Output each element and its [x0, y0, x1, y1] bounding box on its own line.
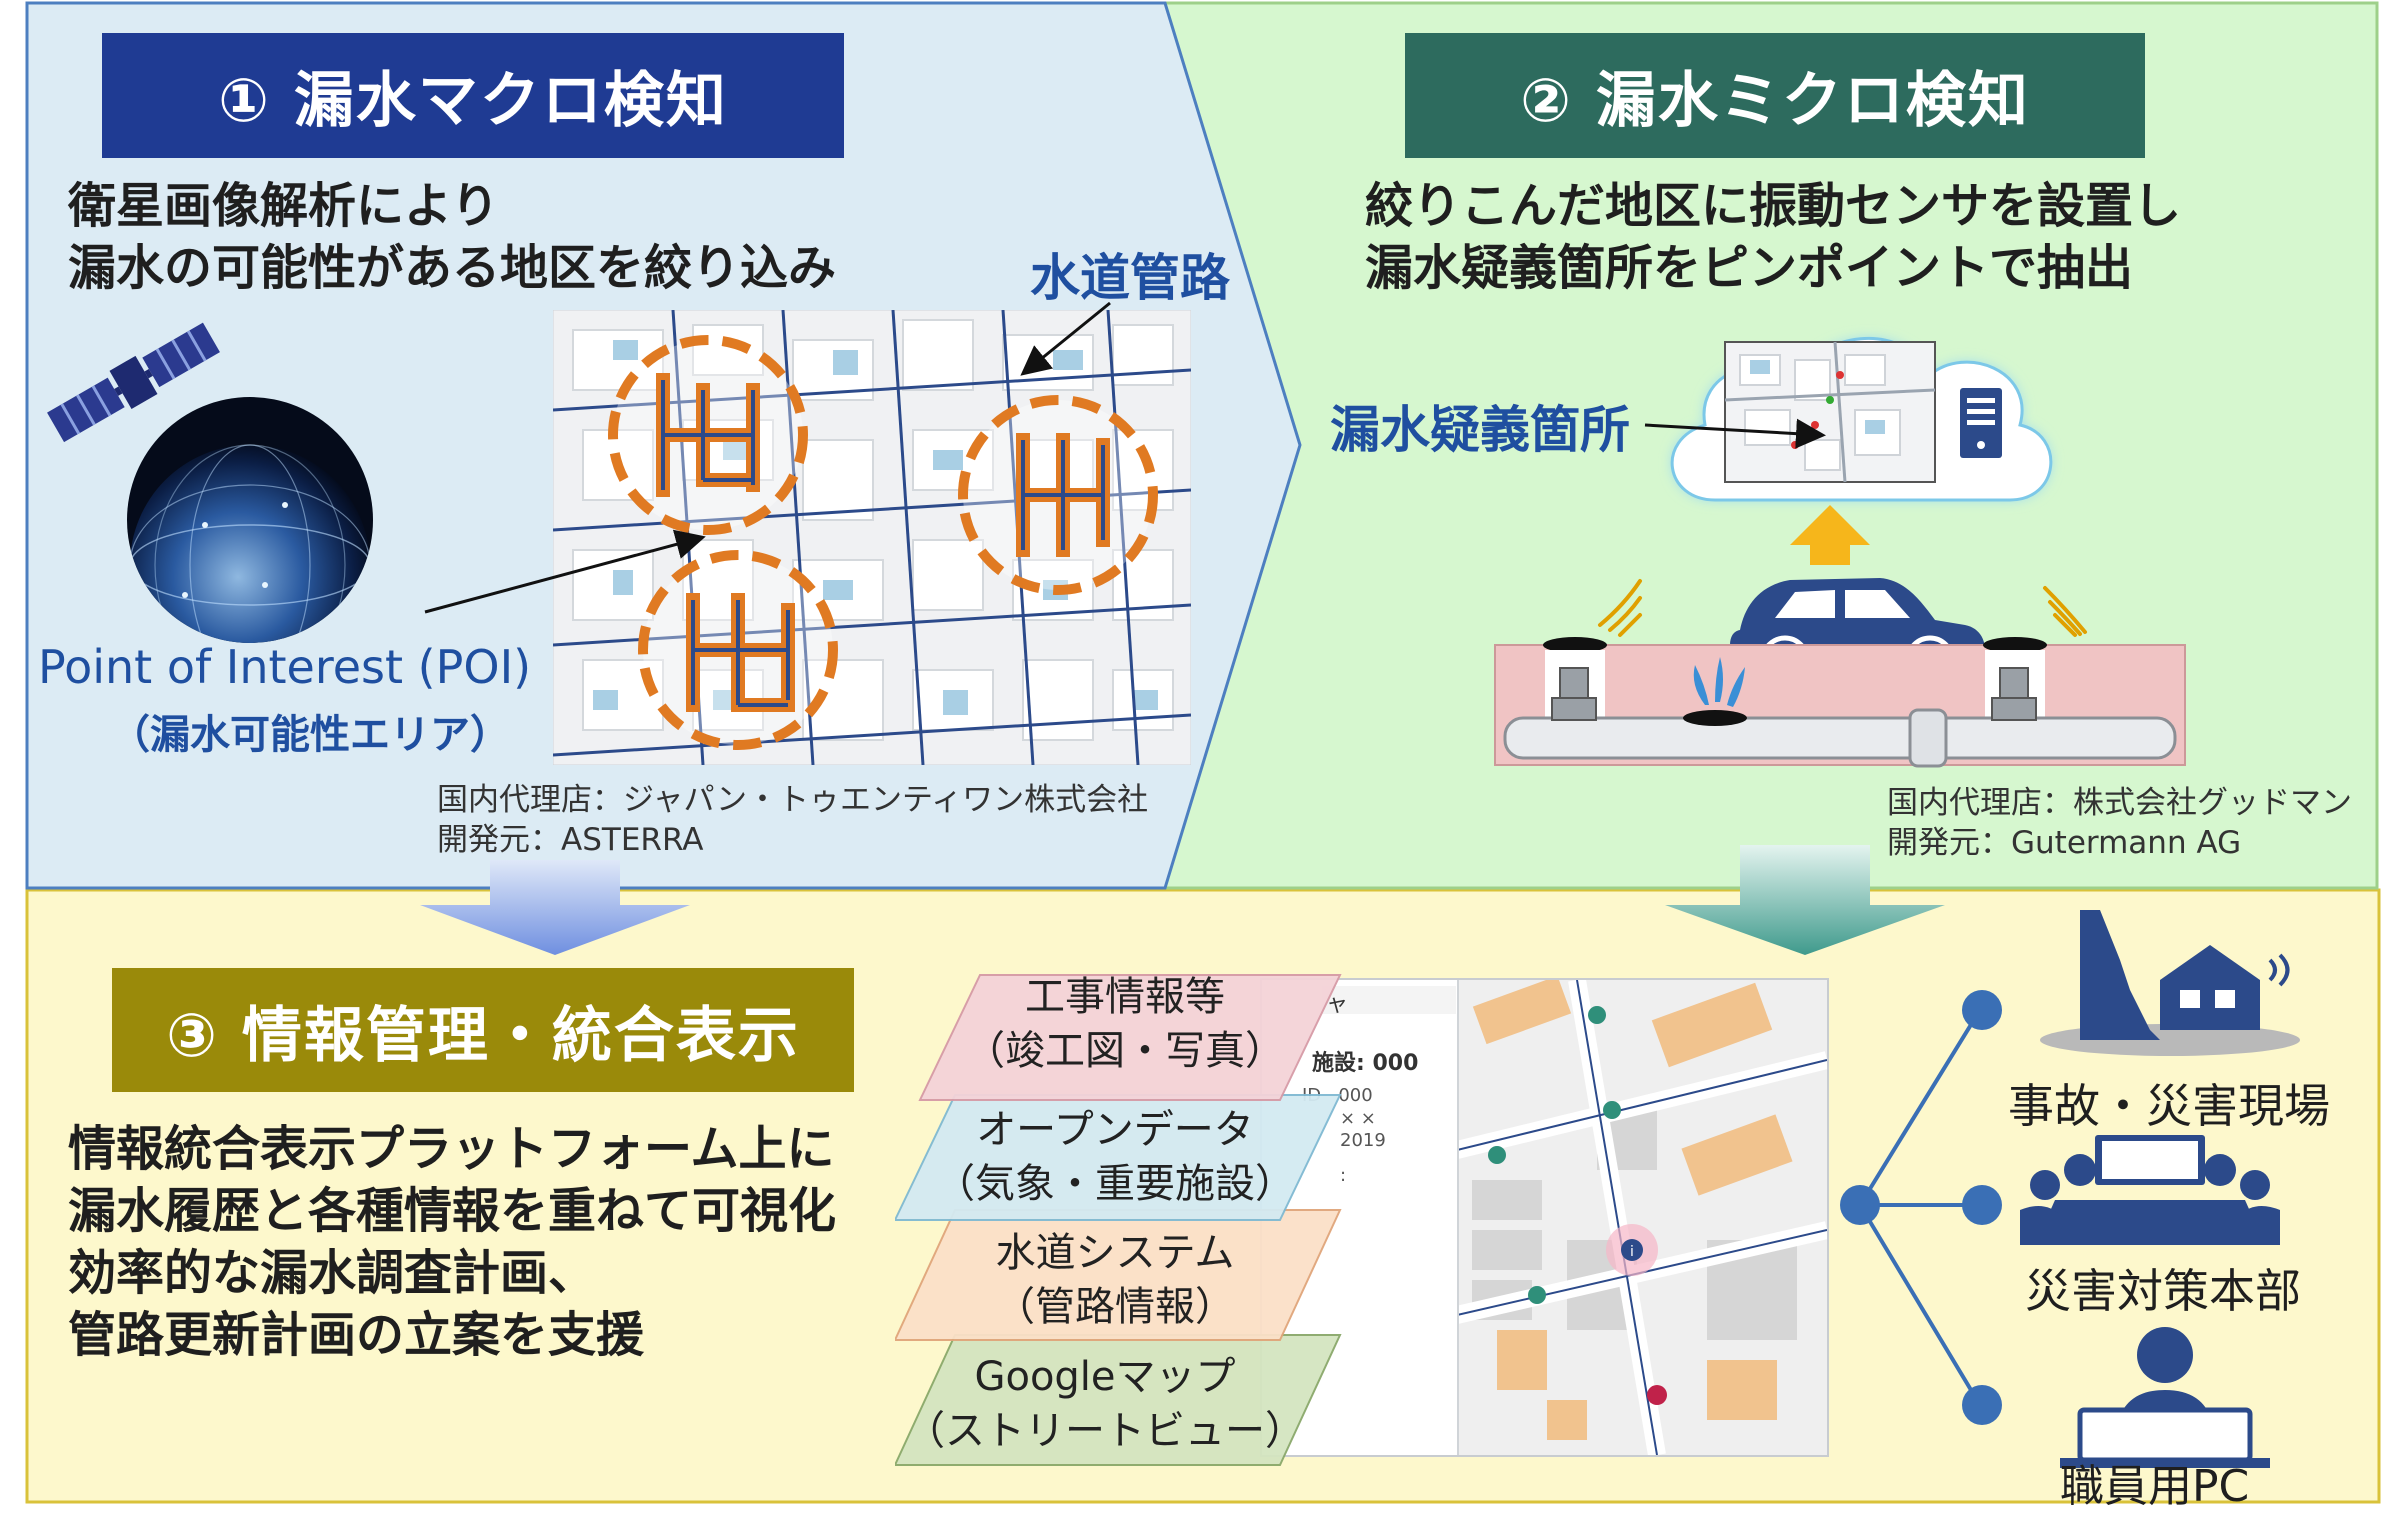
satellite-icon	[47, 322, 220, 443]
layer-2-label: オープンデータ （気象・重要施設）	[915, 1103, 1315, 1211]
node-label-hq: 災害対策本部	[2025, 1264, 2301, 1318]
layer-2-line2: （気象・重要施設）	[935, 1161, 1295, 1207]
meeting-icon	[2020, 1135, 2280, 1245]
panel3-desc-line3: 効率的な漏水調査計画、	[68, 1245, 597, 1301]
panel3-title: ③ 情報管理・統合表示	[112, 968, 854, 1092]
leak-suspect-label: 漏水疑義箇所	[1330, 401, 1630, 459]
node-hq	[1962, 1185, 2002, 1225]
panel3-desc-line2: 漏水履歴と各種情報を重ねて可視化	[68, 1183, 837, 1239]
layer-1-line1: 工事情報等	[1025, 974, 1225, 1020]
layer-1-label: 工事情報等 （竣工図・写真）	[925, 970, 1325, 1078]
panel2-title: ② 漏水ミクロ検知	[1405, 33, 2145, 158]
layer-4-line2: （ストリートビュー）	[905, 1408, 1305, 1454]
upload-arrow	[1790, 505, 1870, 565]
panel2-credit-developer: 開発元：Gutermann AG	[1887, 825, 2242, 861]
platform-map-svg: i	[1457, 980, 1827, 1455]
pipeline-map-image	[553, 310, 1191, 765]
layer-4-line1: Googleマップ	[974, 1354, 1236, 1400]
leak-pointer-arrow	[1644, 418, 1826, 449]
arrow-down-1	[420, 860, 690, 955]
panel2-desc-line2: 漏水疑義箇所をピンポイントで抽出	[1365, 240, 2134, 296]
layer-3-line1: 水道システム	[995, 1230, 1235, 1276]
node-pc	[1962, 1385, 2002, 1425]
panel1-desc-line2: 漏水の可能性がある地区を絞り込み	[68, 240, 837, 296]
poi-sublabel: （漏水可能性エリア）	[110, 712, 510, 758]
node-accident	[1962, 990, 2002, 1030]
layer-3-label: 水道システム （管路情報）	[915, 1226, 1315, 1334]
layer-1-line2: （竣工図・写真）	[965, 1028, 1285, 1074]
landslide-icon	[2040, 910, 2300, 1056]
panel2-credit-agent: 国内代理店：株式会社グッドマン	[1887, 785, 2352, 821]
earth-globe-image	[127, 397, 373, 643]
info-panel-header: ャ	[1322, 986, 1456, 1017]
svg-text:i: i	[1630, 1244, 1634, 1260]
info-panel-year: 2019	[1340, 1130, 1386, 1151]
pipe-label: 水道管路	[1030, 249, 1230, 307]
panel1-credit-developer: 開発元：ASTERRA	[437, 822, 704, 858]
panel1-credits: 国内代理店：ジャパン・トゥエンティワン株式会社 開発元：ASTERRA	[437, 780, 1148, 860]
layer-stack	[895, 974, 1342, 1466]
panel1-credit-agent: 国内代理店：ジャパン・トゥエンティワン株式会社	[437, 782, 1149, 818]
panel3-description: 情報統合表示プラットフォーム上に 漏水履歴と各種情報を重ねて可視化 効率的な漏水…	[68, 1118, 836, 1366]
poi-label: Point of Interest (POI)	[38, 640, 532, 694]
panel3-desc-line1: 情報統合表示プラットフォーム上に	[68, 1121, 835, 1177]
node-label-accident: 事故・災害現場	[2008, 1079, 2330, 1133]
sensor-field-image	[1494, 505, 2186, 768]
panel1-description: 衛星画像解析により 漏水の可能性がある地区を絞り込み	[68, 175, 836, 299]
platform-screenshot: i ャ 施設: 000 ID 000 × × 2019 :	[1260, 978, 1829, 1457]
layer-4-label: Googleマップ （ストリートビュー）	[905, 1350, 1305, 1458]
panel2-desc-line1: 絞りこんだ地区に振動センサを設置し	[1365, 178, 2182, 234]
panel2-credits: 国内代理店：株式会社グッドマン 開発元：Gutermann AG	[1887, 783, 2352, 863]
layer-3-line2: （管路情報）	[995, 1284, 1235, 1330]
layer-2-line1: オープンデータ	[976, 1107, 1254, 1153]
info-panel-dots: :	[1340, 1165, 1347, 1186]
panel2-description: 絞りこんだ地区に振動センサを設置し 漏水疑義箇所をピンポイントで抽出	[1365, 175, 2181, 299]
pc-user-icon	[2060, 1327, 2270, 1468]
node-label-pc: 職員用PC	[2060, 1461, 2250, 1512]
layer-1-shape	[918, 974, 1342, 1101]
panel3-desc-line4: 管路更新計画の立案を支援	[68, 1307, 645, 1363]
panel1-pointer-arrows	[424, 301, 1111, 614]
arrow-down-2	[1665, 845, 1945, 955]
info-panel-x: × ×	[1340, 1108, 1376, 1129]
panel1-title: ① 漏水マクロ検知	[102, 33, 844, 158]
distribution-network	[1840, 910, 2300, 1468]
hub-node	[1840, 1185, 1880, 1225]
info-panel-facility: 施設: 000	[1312, 1051, 1419, 1076]
panel1-desc-line1: 衛星画像解析により	[68, 178, 500, 234]
